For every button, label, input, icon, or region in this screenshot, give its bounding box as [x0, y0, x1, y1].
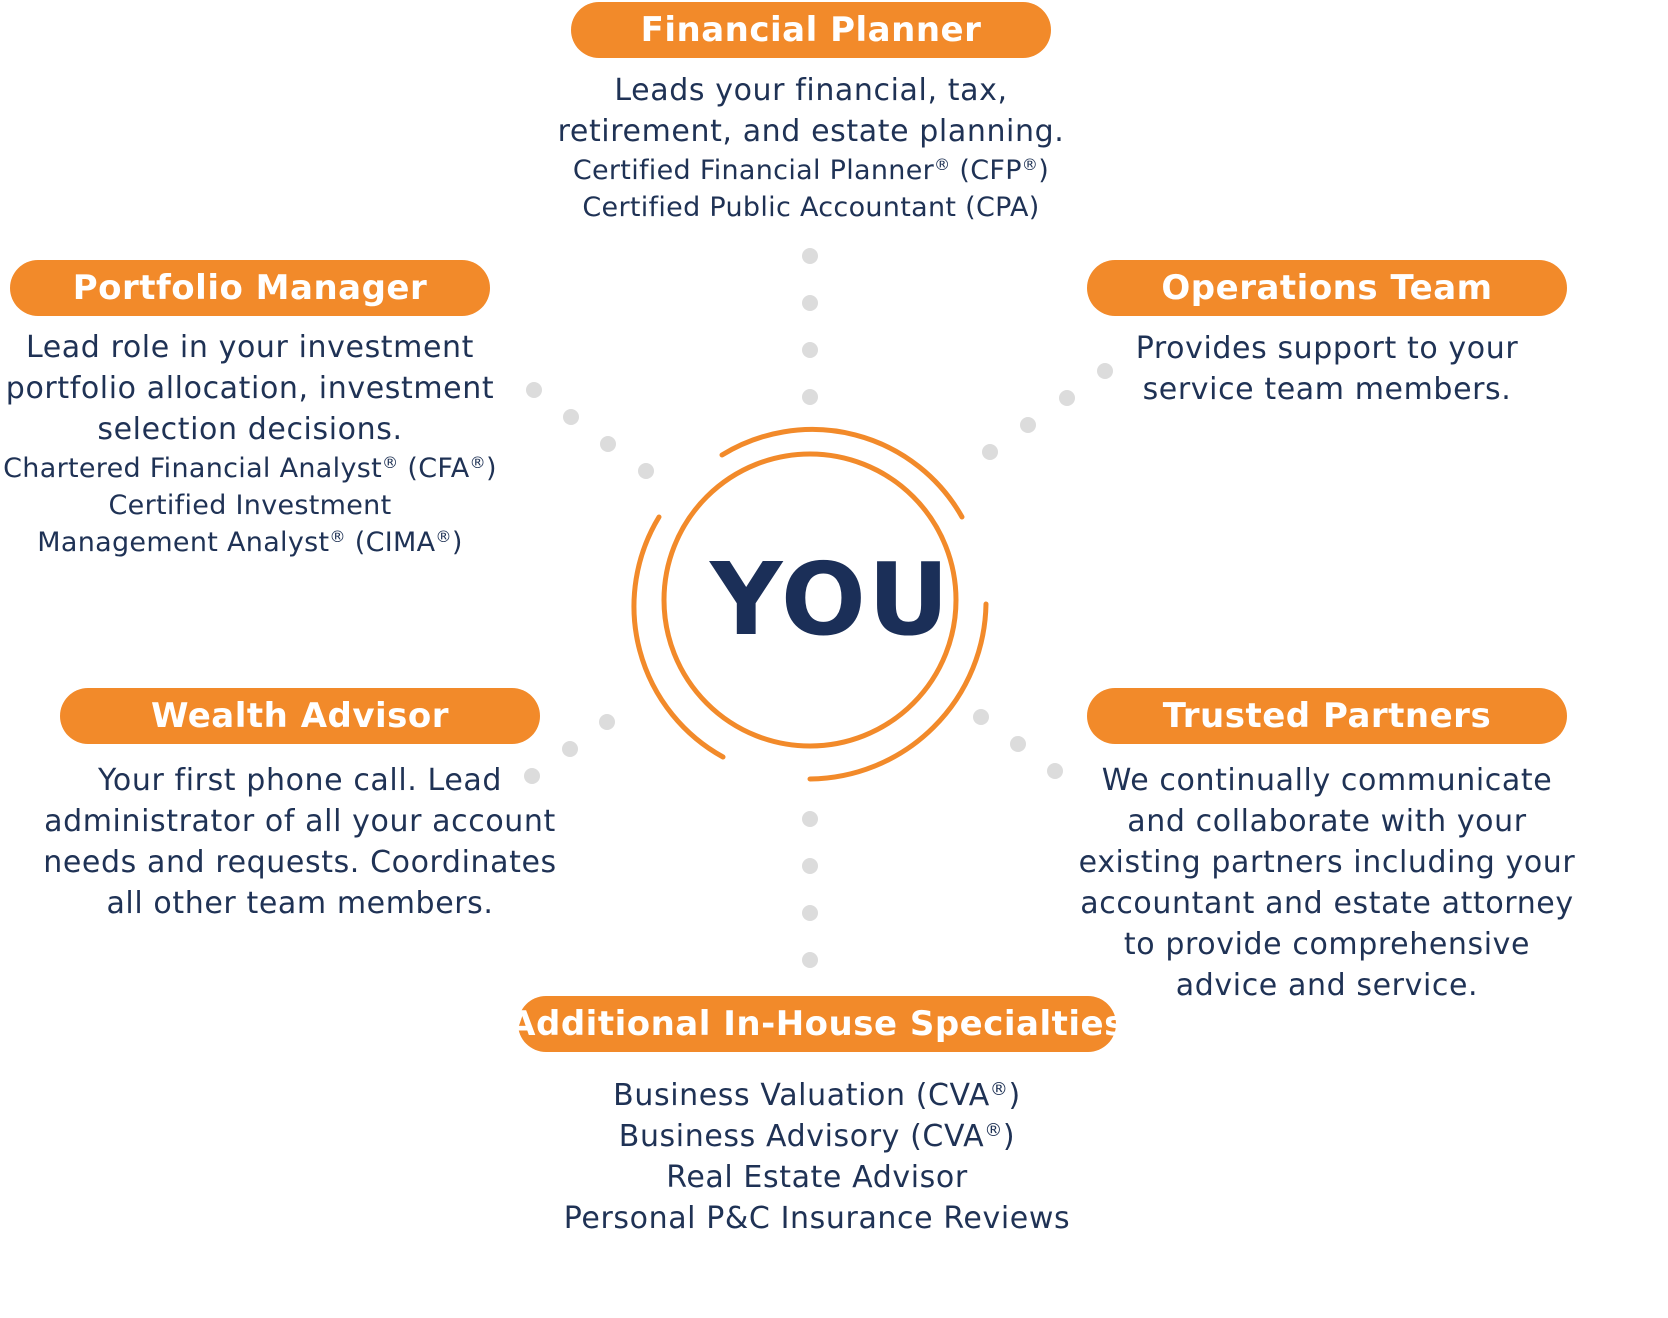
specialty-item: Business Valuation (CVA®)	[613, 1078, 1021, 1113]
description-line: Lead role in your investment	[25, 330, 475, 365]
description-line: existing partners including your	[1078, 845, 1576, 880]
connector-dot-lower-left	[599, 714, 615, 730]
registered-mark: ®	[329, 527, 346, 547]
connector-dot-upper-right	[1059, 390, 1075, 406]
financial-planner-title: Financial Planner	[640, 10, 982, 50]
connector-dot-lower-right	[1047, 763, 1063, 779]
operations-team-pill: Operations Team	[1087, 260, 1567, 316]
connector-dot-bottom	[802, 952, 818, 968]
registered-mark: ®	[435, 527, 452, 547]
connector-dot-bottom	[802, 811, 818, 827]
trusted-partners-title: Trusted Partners	[1162, 696, 1492, 736]
registered-mark: ®	[989, 1079, 1009, 1101]
wealth-advisor-pill: Wealth Advisor	[60, 688, 540, 744]
connector-dot-top	[802, 295, 818, 311]
description-line: service team members.	[1142, 372, 1512, 407]
credential-line: Management Analyst® (CIMA®)	[37, 527, 463, 558]
wealth-advisor-details: Your first phone call. Lead administrato…	[30, 760, 570, 924]
outer-arc-bottom-right	[807, 601, 989, 782]
portfolio-manager-title: Portfolio Manager	[72, 268, 428, 308]
financial-planner-pill: Financial Planner	[571, 2, 1051, 58]
portfolio-manager-details: Lead role in your investment portfolio a…	[0, 327, 510, 561]
description-line: all other team members.	[106, 886, 494, 921]
connector-dot-upper-left	[526, 382, 542, 398]
description-line: portfolio allocation, investment	[5, 371, 495, 406]
connector-dot-bottom	[802, 905, 818, 921]
connector-dot-upper-left	[638, 463, 654, 479]
outer-arc-left	[631, 514, 726, 760]
description-line: Leads your financial, tax,	[614, 73, 1008, 108]
additional-specialties-details: Business Valuation (CVA®) Business Advis…	[497, 1075, 1137, 1239]
connector-dot-lower-left	[562, 741, 578, 757]
specialty-item: Personal P&C Insurance Reviews	[563, 1201, 1071, 1236]
description-line: accountant and estate attorney	[1080, 886, 1574, 921]
registered-mark: ®	[984, 1120, 1003, 1142]
additional-specialties-pill: Additional In-House Specialties	[509, 996, 1124, 1052]
trusted-partners-pill: Trusted Partners	[1087, 688, 1567, 744]
description-line: advice and service.	[1175, 968, 1479, 1003]
operations-team-title: Operations Team	[1161, 268, 1493, 308]
description-line: to provide comprehensive	[1123, 927, 1531, 962]
registered-mark: ®	[469, 453, 486, 473]
registered-mark: ®	[934, 155, 951, 175]
description-line: Your first phone call. Lead	[97, 763, 503, 798]
connector-dots	[524, 248, 1113, 968]
credential-line: Certified Financial Planner® (CFP®)	[572, 155, 1050, 186]
connector-dot-lower-right	[1010, 736, 1026, 752]
inner-ring	[661, 451, 959, 749]
connector-dot-top	[802, 248, 818, 264]
description-line: and collaborate with your	[1127, 804, 1527, 839]
registered-mark: ®	[1021, 155, 1039, 175]
credential-line: Certified Investment	[108, 490, 392, 521]
description-line: We continually communicate	[1101, 763, 1553, 798]
connector-dot-upper-right	[1097, 363, 1113, 379]
operations-team-details: Provides support to your service team me…	[1067, 328, 1587, 410]
connector-dot-top	[802, 389, 818, 405]
portfolio-manager-pill: Portfolio Manager	[10, 260, 490, 316]
financial-planner-details: Leads your financial, tax, retirement, a…	[511, 70, 1111, 226]
connector-dot-upper-right	[982, 444, 998, 460]
wealth-advisor-title: Wealth Advisor	[150, 696, 450, 736]
description-line: selection decisions.	[97, 412, 403, 447]
connector-dot-lower-right	[973, 709, 989, 725]
registered-mark: ®	[381, 453, 399, 473]
connector-dot-upper-left	[600, 436, 616, 452]
connector-dot-lower-left	[524, 768, 540, 784]
center-you-label: YOU	[710, 541, 952, 658]
connector-dot-top	[802, 342, 818, 358]
trusted-partners-details: We continually communicate and collabora…	[1057, 760, 1597, 1006]
credential-line: Chartered Financial Analyst® (CFA®)	[3, 453, 497, 484]
specialty-item: Business Advisory (CVA®)	[618, 1119, 1016, 1154]
description-line: administrator of all your account	[44, 804, 556, 839]
connector-dot-upper-left	[563, 409, 579, 425]
description-line: needs and requests. Coordinates	[43, 845, 557, 880]
credential-line: Certified Public Accountant (CPA)	[582, 192, 1040, 223]
connector-dot-bottom	[802, 858, 818, 874]
additional-specialties-title: Additional In-House Specialties	[509, 1004, 1125, 1044]
outer-arc-top-right	[719, 426, 965, 520]
description-line: retirement, and estate planning.	[557, 114, 1065, 149]
connector-dot-upper-right	[1020, 417, 1036, 433]
description-line: Provides support to your	[1135, 331, 1519, 366]
specialty-item: Real Estate Advisor	[666, 1160, 968, 1195]
